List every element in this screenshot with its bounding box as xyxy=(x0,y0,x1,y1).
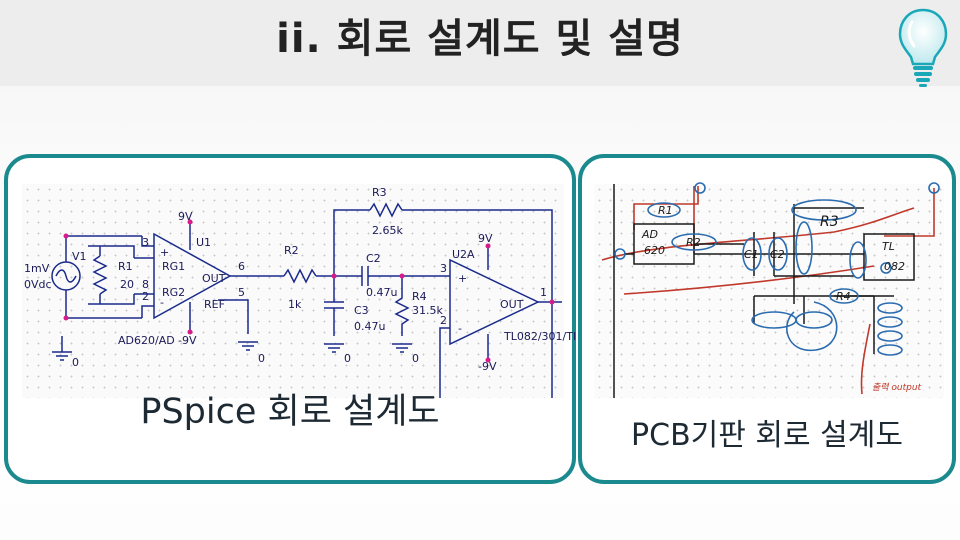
title-band xyxy=(0,0,960,86)
u1-out-label: OUT xyxy=(202,272,226,285)
pspice-schematic-drawing: 1mV 0Vdc V1 R1 20 + - 3 8 2 RG1 RG2 OUT … xyxy=(24,186,576,398)
slide-title: ii. 회로 설계도 및 설명 xyxy=(276,16,684,62)
u2-name-label: U2A xyxy=(452,248,475,261)
u2-out-label: OUT xyxy=(500,298,524,311)
pcb-r3-label: R3 xyxy=(820,214,839,230)
u2-plus-label: + xyxy=(458,272,467,285)
u1-pin2-label: 2 xyxy=(142,290,149,303)
ground-label-4: 0 xyxy=(412,352,419,365)
pcb-r2-label: R2 xyxy=(686,236,701,249)
c2-name-label: C2 xyxy=(366,252,381,265)
u2-minus-label: - xyxy=(458,322,462,335)
pcb-output-note: 출력 output xyxy=(872,382,922,393)
u1-pin6-label: 6 xyxy=(238,260,245,273)
u1-name-label: U1 xyxy=(196,236,211,249)
u2-pin3-label: 3 xyxy=(440,262,447,275)
source-amplitude-label: 1mV xyxy=(24,262,50,275)
u2-pin2-label: 2 xyxy=(440,314,447,327)
u2-neg-supply-label: -9V xyxy=(478,360,497,373)
r1-value-label: 20 xyxy=(120,278,134,291)
pcb-tl-label: TL xyxy=(882,240,895,253)
pcb-chip-label: 620 xyxy=(644,244,665,257)
u2-pin1-label: 1 xyxy=(540,286,547,299)
u1-part-label: AD620/AD xyxy=(118,334,175,347)
c3-value-label: 0.47u xyxy=(354,320,385,333)
u2-part-label: TL082/301/TI xyxy=(503,330,576,343)
u1-pos-supply-label: 9V xyxy=(178,210,193,223)
pcb-r1-label: R1 xyxy=(658,204,673,217)
ground-label-3: 0 xyxy=(344,352,351,365)
c3-name-label: C3 xyxy=(354,304,369,317)
u1-pin8-label: 8 xyxy=(142,278,149,291)
pcb-ad-label: AD xyxy=(641,228,658,241)
pcb-caption: PCB기판 회로 설계도 xyxy=(631,418,903,453)
u2-pos-supply-label: 9V xyxy=(478,232,493,245)
r2-value-label: 1k xyxy=(288,298,302,311)
ground-label-1: 0 xyxy=(72,356,79,369)
u1-ref-label: REF xyxy=(204,298,225,311)
r3-value-label: 2.65k xyxy=(372,224,403,237)
u1-minus-label: - xyxy=(160,296,164,309)
pcb-tl-num-label: 082 xyxy=(884,260,905,273)
u1-neg-supply-label: -9V xyxy=(178,334,197,347)
u1-pin5-label: 5 xyxy=(238,286,245,299)
r4-name-label: R4 xyxy=(412,290,427,303)
pspice-schematic: 1mV 0Vdc V1 R1 20 + - 3 8 2 RG1 RG2 OUT … xyxy=(22,184,576,398)
pspice-caption: PSpice 회로 설계도 xyxy=(140,392,440,432)
pcb-c1-label: C1 xyxy=(744,248,759,261)
pcb-r4-label: R4 xyxy=(836,290,851,303)
r1-name-label: R1 xyxy=(118,260,133,273)
c2-value-label: 0.47u xyxy=(366,286,397,299)
r2-name-label: R2 xyxy=(284,244,299,257)
pcb-c2-label: C2 xyxy=(770,248,785,261)
lightbulb-icon xyxy=(898,8,948,87)
u1-rg2-label: RG2 xyxy=(162,286,185,299)
source-dc-label: 0Vdc xyxy=(24,278,52,291)
u1-rg1-label: RG1 xyxy=(162,260,185,273)
u1-plus-label: + xyxy=(160,246,169,259)
pcb-sketch: AD 620 R1 R2 R3 R4 C1 C2 TL 082 출력 outpu… xyxy=(594,182,944,398)
r3-name-label: R3 xyxy=(372,186,387,199)
r4-value-label: 31.5k xyxy=(412,304,443,317)
u1-pin3-label: 3 xyxy=(142,236,149,249)
pcb-sketch-drawing: AD 620 R1 R2 R3 R4 C1 C2 TL 082 출력 outpu… xyxy=(601,182,940,398)
ground-label-2: 0 xyxy=(258,352,265,365)
source-name-label: V1 xyxy=(72,250,87,263)
